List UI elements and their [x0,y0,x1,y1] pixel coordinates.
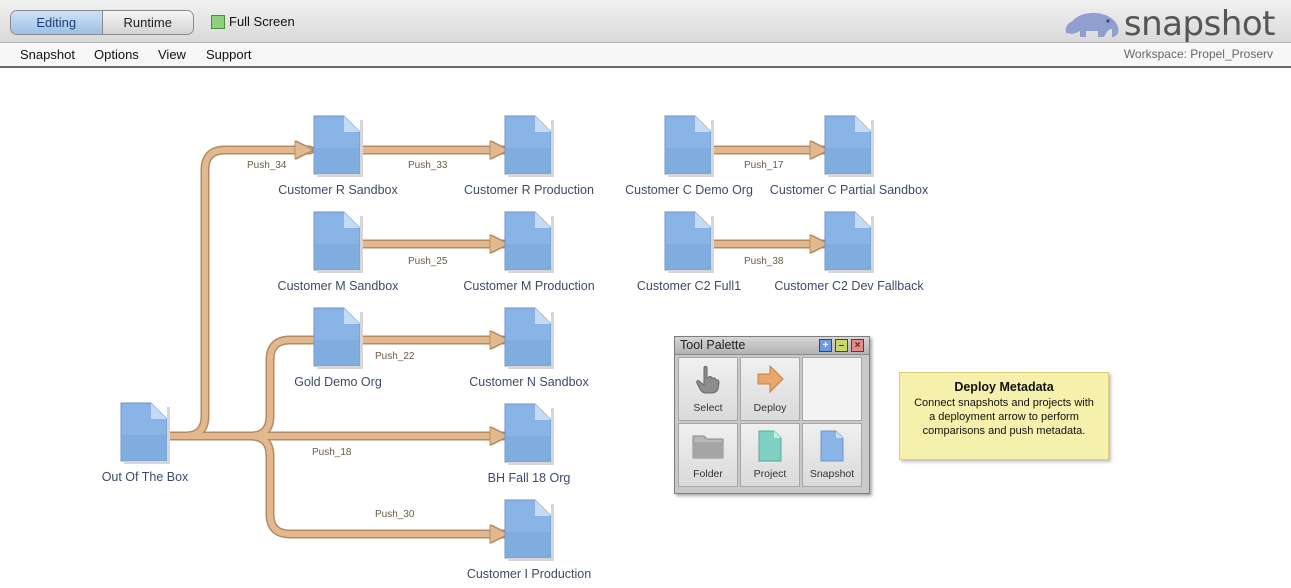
snapshot-document-icon [313,307,363,369]
snapshot-node[interactable]: Customer C Demo Org [599,115,779,197]
snapshot-node[interactable]: Customer I Production [439,499,619,581]
tool-label: Select [693,402,723,414]
elephant-logo-icon [1065,12,1119,37]
snapshot-node[interactable]: Customer C2 Full1 [599,211,779,293]
node-label: Customer M Sandbox [277,279,399,293]
node-label: Customer C2 Full1 [636,279,742,293]
snapshot-node[interactable]: Customer R Sandbox [248,115,428,197]
node-label: Customer R Production [464,183,594,197]
menu-support[interactable]: Support [206,47,252,62]
hand-pointer-icon [696,366,720,394]
push-label[interactable]: Push_25 [408,256,448,267]
push-label[interactable]: Push_33 [408,160,448,171]
tooltip-body: Connect snapshots and projects with a de… [914,397,1094,437]
empty-tool-slot [802,357,862,421]
folder-icon [692,435,724,459]
snapshot-document-icon [313,211,363,273]
node-label: Customer N Sandbox [469,375,589,389]
snapshot-document-icon [504,115,554,177]
deploy-arrow-icon [757,364,784,394]
push-label[interactable]: Push_22 [375,351,415,362]
snapshot-document-icon [664,115,714,177]
tool-palette-title: Tool Palette [680,338,746,352]
tool-label: Deploy [753,402,787,414]
deploy-metadata-tooltip: Deploy Metadata Connect snapshots and pr… [899,372,1109,460]
deployment-canvas[interactable]: Push_34 Push_33 Push_25 Push_22 Push_18 … [0,68,1291,588]
push-label[interactable]: Push_17 [744,160,784,171]
snapshot-document-icon [504,403,554,465]
app-logo: snapshot [1064,4,1276,44]
menu-view[interactable]: View [158,47,186,62]
node-label: Customer C Partial Sandbox [769,183,929,197]
project-document-icon [758,430,782,462]
select-tool-button[interactable]: Select [678,357,738,421]
push-label[interactable]: Push_30 [375,509,415,520]
snapshot-tool-button[interactable]: Snapshot [802,423,862,487]
snapshot-node[interactable]: Customer M Sandbox [248,211,428,293]
push-label[interactable]: Push_38 [744,256,784,267]
close-icon[interactable]: × [851,339,864,352]
deploy-tool-button[interactable]: Deploy [740,357,800,421]
snapshot-node[interactable]: BH Fall 18 Org [439,403,619,485]
snapshot-document-icon [664,211,714,273]
snapshot-node[interactable]: Customer C Partial Sandbox [759,115,939,197]
snapshot-node[interactable]: Gold Demo Org [248,307,428,389]
menu-bar: Snapshot Options View Support Workspace:… [0,43,1291,68]
tool-label: Folder [693,468,723,480]
node-label: Customer I Production [466,567,592,581]
snapshot-document-icon [313,115,363,177]
fullscreen-checkbox[interactable] [211,14,225,29]
tool-label: Snapshot [809,468,855,480]
snapshot-node[interactable]: Customer R Production [439,115,619,197]
logo-text: snapshot [1123,4,1276,44]
workspace-label: Workspace: Propel_Proserv [1123,47,1273,61]
fullscreen-toggle[interactable]: Full Screen [211,14,295,29]
snapshot-node[interactable]: Customer N Sandbox [439,307,619,389]
expand-icon[interactable]: + [819,339,832,352]
menu-options[interactable]: Options [94,47,139,62]
node-label: Gold Demo Org [294,375,382,389]
tooltip-title: Deploy Metadata [954,380,1054,394]
tool-label: Project [753,468,787,480]
runtime-mode-button[interactable]: Runtime [101,11,193,34]
snapshot-document-icon [820,430,844,462]
menu-snapshot[interactable]: Snapshot [20,47,75,62]
snapshot-node[interactable]: Customer C2 Dev Fallback [759,211,939,293]
snapshot-document-icon [504,499,554,561]
snapshot-node[interactable]: Out Of The Box [55,402,235,484]
editing-mode-button[interactable]: Editing [11,11,102,34]
push-label[interactable]: Push_18 [312,447,352,458]
tool-palette[interactable]: Tool Palette + – × Select Deploy Folder … [674,336,870,494]
node-label: Customer M Production [463,279,595,293]
fullscreen-label: Full Screen [229,14,295,29]
snapshot-document-icon [504,211,554,273]
node-label: Customer C Demo Org [625,183,753,197]
project-tool-button[interactable]: Project [740,423,800,487]
node-label: Customer C2 Dev Fallback [774,279,924,293]
node-label: Customer R Sandbox [278,183,398,197]
folder-tool-button[interactable]: Folder [678,423,738,487]
mode-toggle: Editing Runtime [10,10,194,35]
node-label: BH Fall 18 Org [487,471,571,485]
minimize-icon[interactable]: – [835,339,848,352]
snapshot-node[interactable]: Customer M Production [439,211,619,293]
snapshot-document-icon [824,211,874,273]
snapshot-document-icon [120,402,170,464]
node-label: Out Of The Box [101,470,189,484]
snapshot-document-icon [824,115,874,177]
top-bar: Editing Runtime Full Screen snapshot [0,0,1291,44]
snapshot-document-icon [504,307,554,369]
tool-palette-titlebar[interactable]: Tool Palette + – × [675,337,869,355]
tool-grid: Select Deploy Folder Project Snapshot [678,357,862,487]
push-label[interactable]: Push_34 [247,160,287,171]
